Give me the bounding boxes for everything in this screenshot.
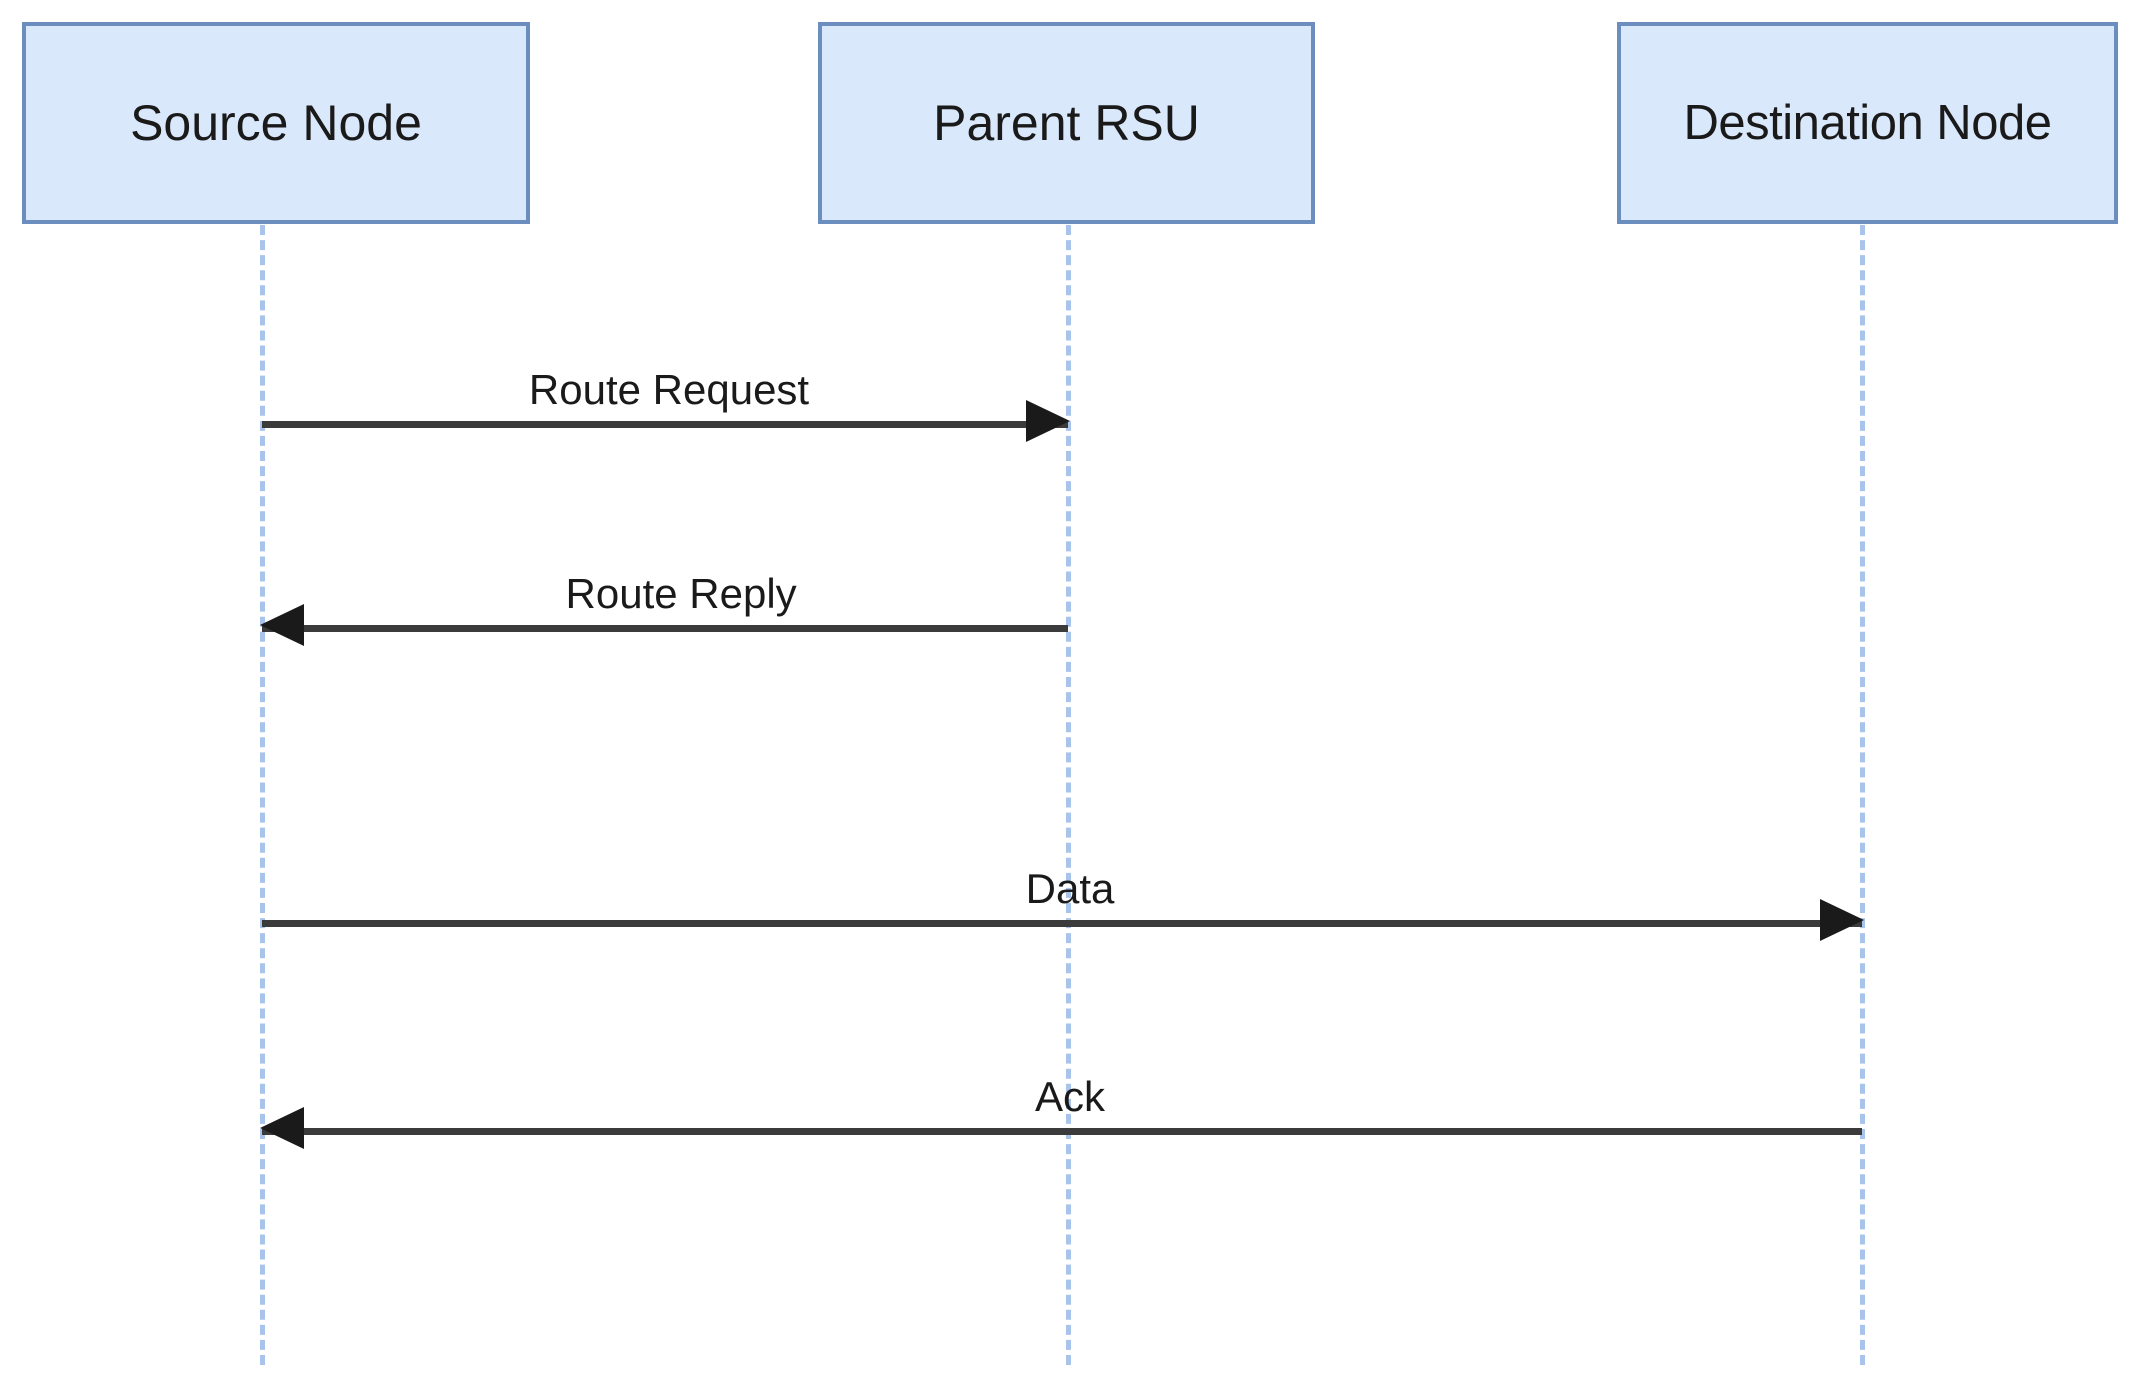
participant-box-parent-rsu[interactable]: Parent RSU (818, 22, 1315, 224)
message-label-ack: Ack (1034, 1073, 1106, 1120)
participant-label-parent-rsu: Parent RSU (933, 95, 1200, 151)
message-label-data: Data (1025, 865, 1115, 912)
arrowhead-left-icon (260, 1107, 304, 1149)
message-line-route-reply (262, 625, 1068, 632)
participant-label-destination-node: Destination Node (1683, 95, 2052, 150)
lifeline-destination-node (1860, 225, 1865, 1365)
lifeline-parent-rsu (1066, 225, 1071, 1365)
arrowhead-left-icon (260, 604, 304, 646)
message-line-route-request (262, 421, 1068, 428)
message-line-ack (262, 1128, 1862, 1135)
participant-box-source-node[interactable]: Source Node (22, 22, 530, 224)
message-label-route-reply: Route Reply (565, 570, 797, 617)
message-line-data (262, 920, 1862, 927)
participant-label-source-node: Source Node (130, 95, 422, 151)
lifeline-source-node (260, 225, 265, 1365)
message-label-route-request: Route Request (528, 366, 810, 413)
arrowhead-right-icon (1026, 400, 1070, 442)
arrowhead-right-icon (1820, 899, 1864, 941)
participant-box-destination-node[interactable]: Destination Node (1617, 22, 2118, 224)
